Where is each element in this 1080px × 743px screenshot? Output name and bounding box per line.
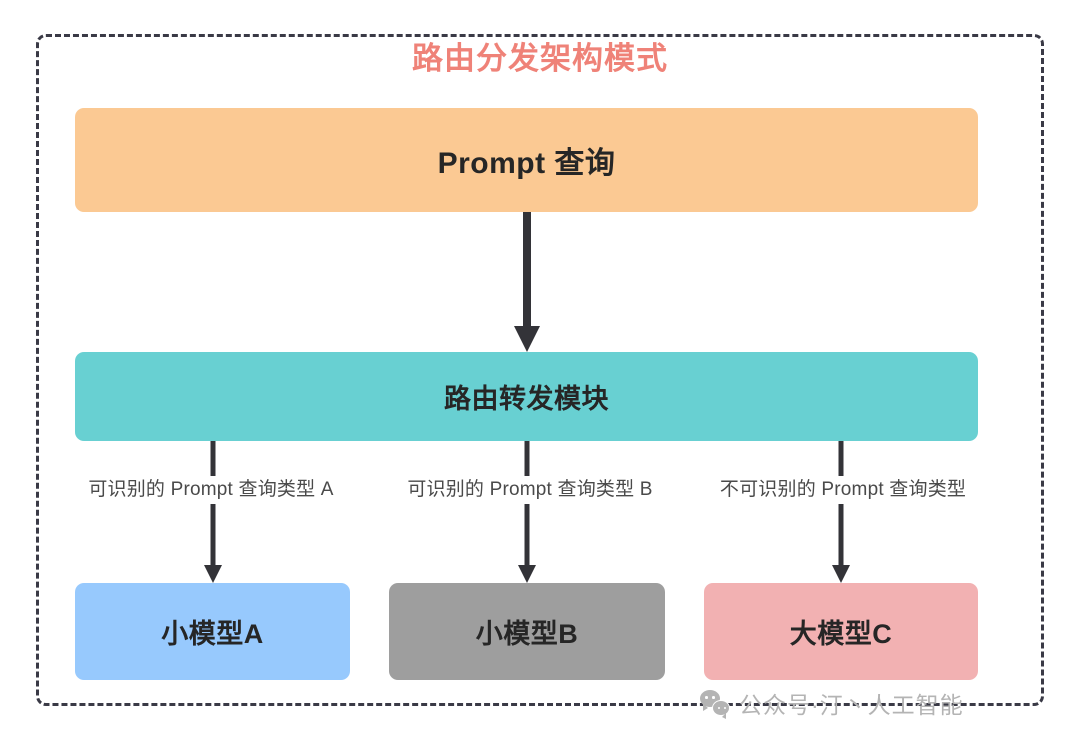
node-prompt-query-label: Prompt 查询 [437,147,616,180]
node-model-a-label: 小模型A [161,619,264,649]
node-model-b: 小模型B [389,583,665,680]
node-model-b-label: 小模型B [475,619,579,649]
node-model-a: 小模型A [75,583,350,680]
node-model-c: 大模型C [704,583,978,680]
watermark: 公众号·汀丶人工智能 [700,687,964,719]
diagram-frame [36,34,1044,706]
edge-label-model-b: 可识别的 Prompt 查询类型 B [385,476,675,504]
page-title: 路由分发架构模式 [412,41,668,76]
node-router-module: 路由转发模块 [75,352,978,441]
edge-label-model-c: 不可识别的 Prompt 查询类型 [698,476,988,504]
node-router-module-label: 路由转发模块 [444,384,609,414]
wechat-icon [700,690,730,719]
edge-label-model-a: 可识别的 Prompt 查询类型 A [66,476,356,504]
node-prompt-query: Prompt 查询 [75,108,978,212]
watermark-text: 公众号·汀丶人工智能 [739,692,964,718]
node-model-c-label: 大模型C [789,619,893,649]
